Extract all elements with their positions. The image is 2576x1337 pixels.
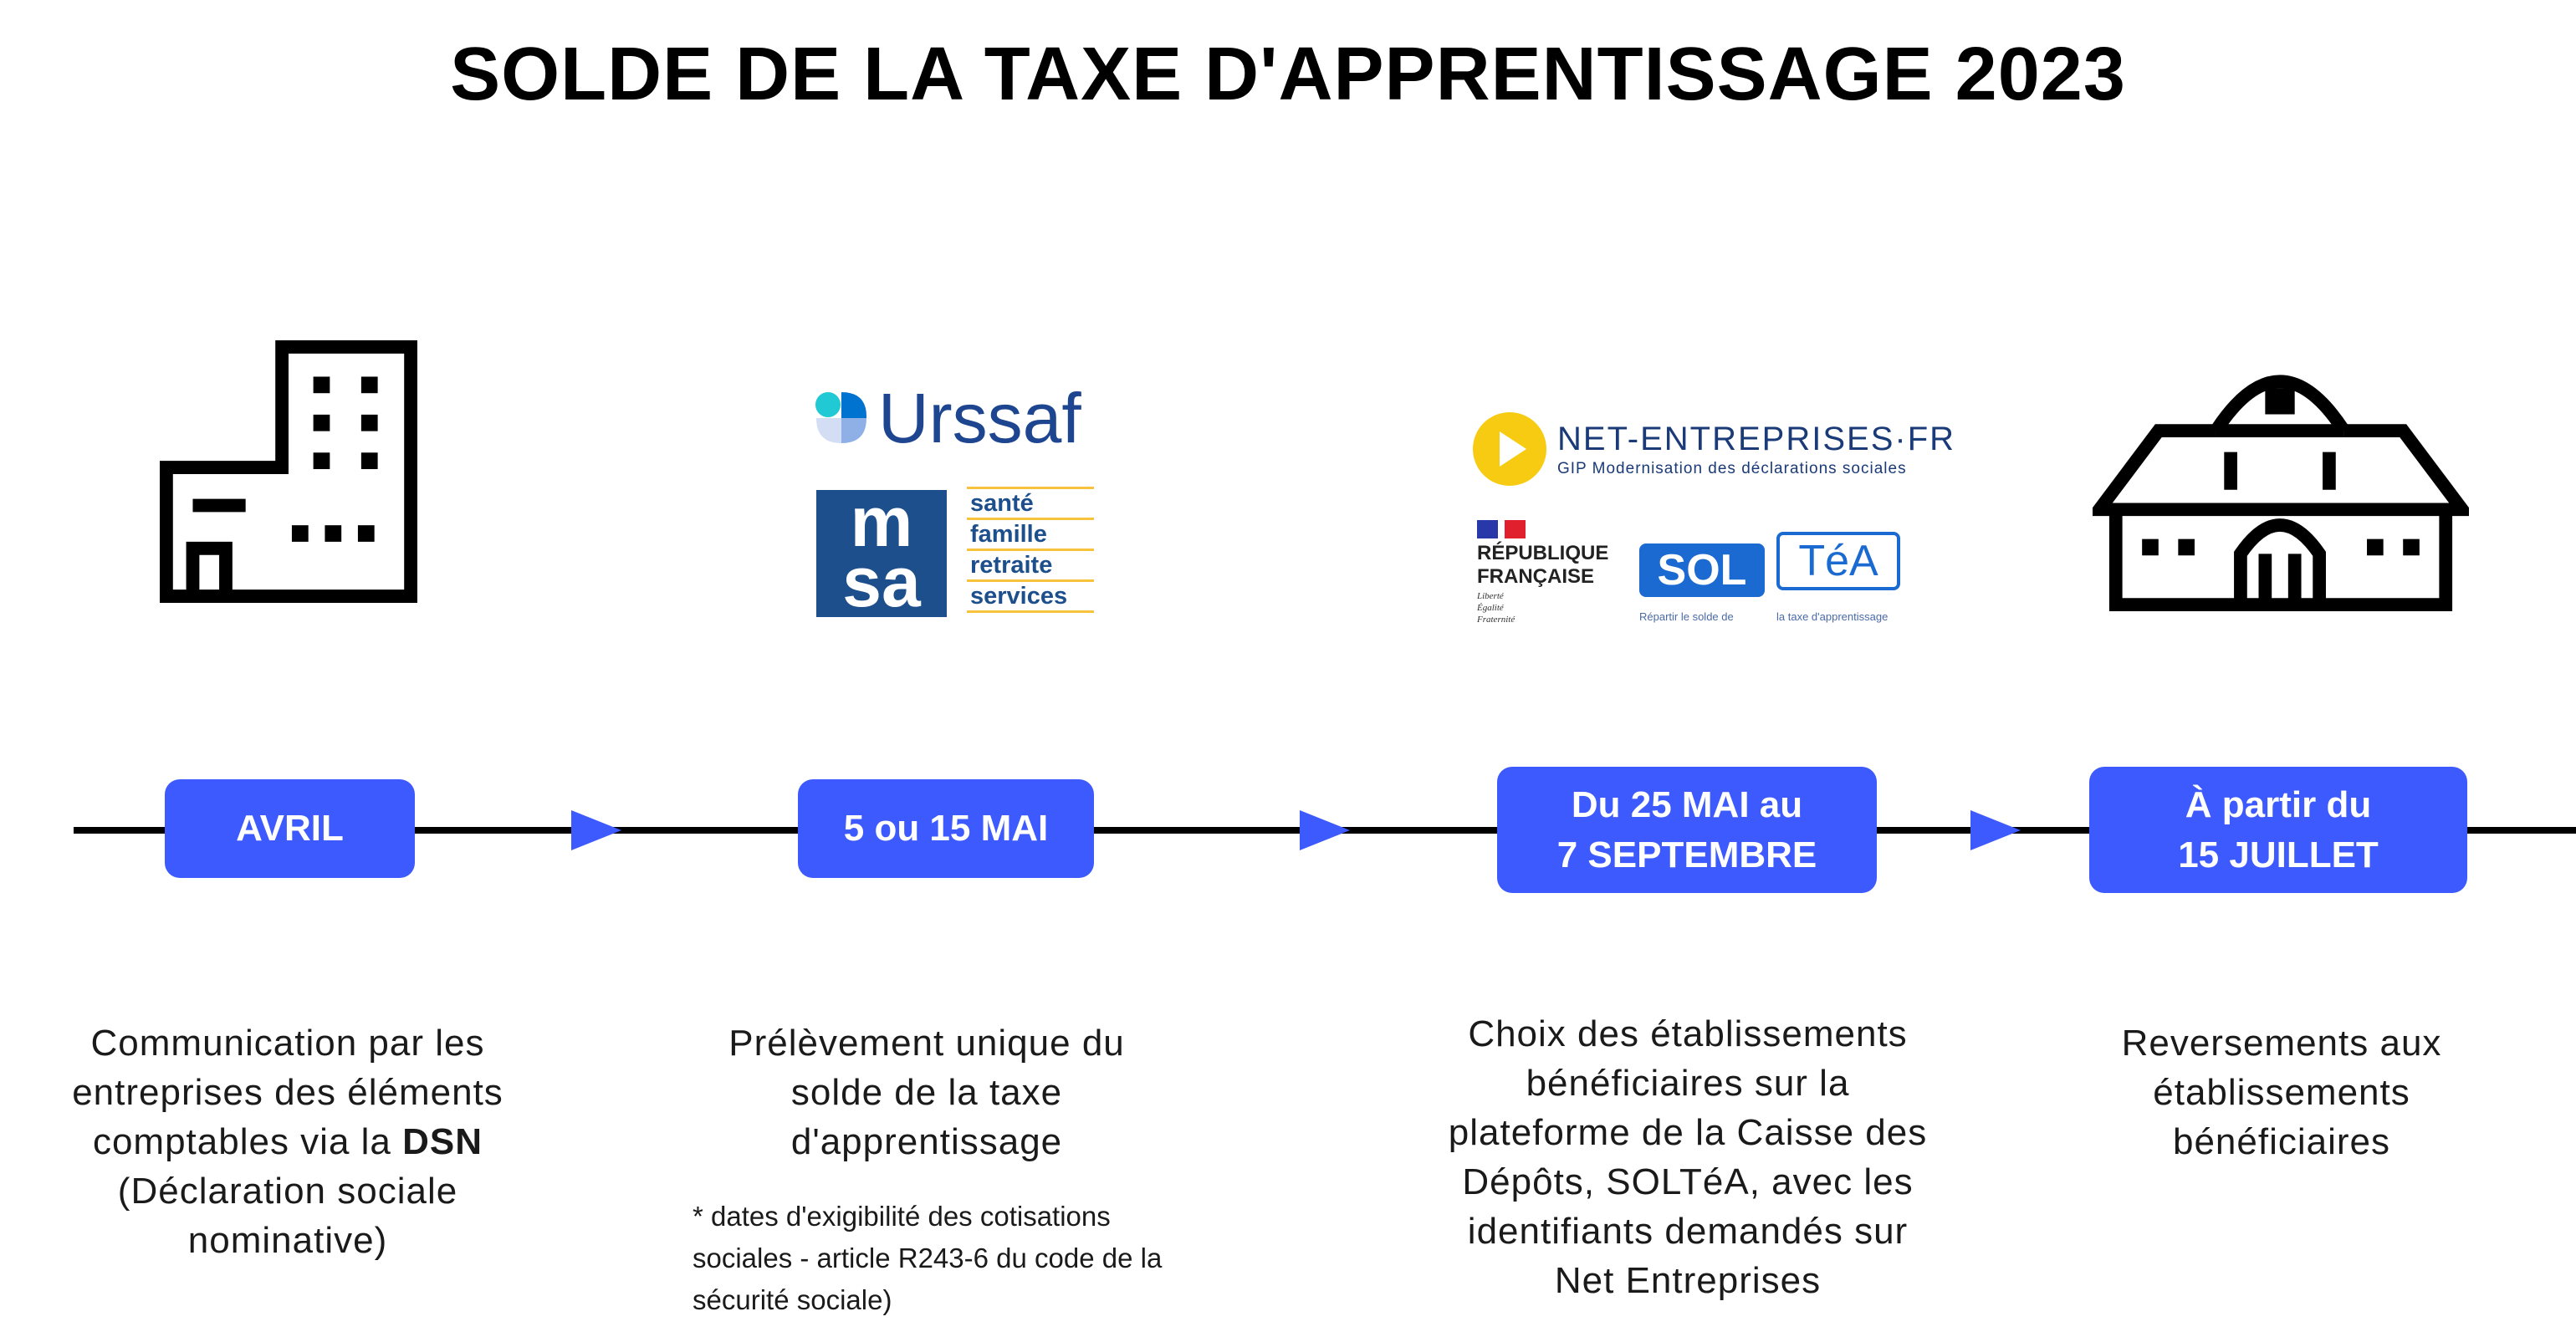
step-description-3: Choix des établissements bénéficiaires s… [1449, 1009, 1927, 1305]
desc-line: Reversements aux [2121, 1023, 2442, 1064]
urssaf-wordmark: Urssaf [878, 379, 1081, 457]
footnote: * dates d'exigibilité des cotisations so… [693, 1196, 1162, 1321]
msa-logo: msa santé famille retraite services [816, 487, 1097, 617]
soltea-tea: TéA [1798, 537, 1878, 585]
desc-line: bénéficiaires [2172, 1121, 2391, 1162]
motto-line: Fraternité [1477, 615, 1515, 625]
date-text: AVRIL [236, 808, 344, 849]
date-text: Du 25 MAI au [1571, 783, 1803, 825]
net-entreprises-name: NET-ENTREPRISES·FR [1557, 421, 1956, 457]
msa-line: famille [967, 520, 1094, 551]
desc-line: solde de la taxe [790, 1072, 1063, 1113]
msa-line: services [970, 583, 1068, 610]
arrow-right-icon [571, 810, 621, 850]
desc-line: entreprises des éléments [72, 1072, 503, 1113]
desc-line: Net Entreprises [1554, 1260, 1822, 1301]
desc-line: identifiants demandés sur [1467, 1211, 1909, 1252]
desc-line: comptables via la DSN [72, 1117, 503, 1166]
flag-icon [1477, 520, 1526, 538]
desc-text: comptables via la [92, 1121, 403, 1162]
desc-line: bénéficiaires sur la [1526, 1063, 1850, 1104]
republique-line: RÉPUBLIQUE [1477, 542, 1609, 564]
motto-line: Égalité [1477, 603, 1504, 613]
step-description-1: Communication par les entreprises des él… [72, 1018, 503, 1265]
step-description-4: Reversements aux établissements bénéfici… [2122, 1018, 2442, 1166]
soltea-sub2: la taxe d'apprentissage [1776, 610, 1889, 623]
urssaf-mark-icon [815, 392, 866, 443]
date-text: 7 SEPTEMBRE [1556, 834, 1817, 875]
office-building-icon [160, 340, 417, 603]
soltea-sol: SOL [1657, 546, 1747, 595]
play-icon [1473, 412, 1546, 486]
school-building-icon [2093, 375, 2469, 611]
msa-line: retraite [967, 551, 1094, 582]
step-description-2: Prélèvement unique du solde de la taxe d… [728, 1018, 1125, 1166]
date-text: À partir du [2185, 783, 2372, 825]
date-text: 15 JUILLET [2178, 834, 2379, 875]
date-badge-mai-septembre: Du 25 MAI au 7 SEPTEMBRE [1497, 767, 1877, 893]
net-entreprises-tagline: GIP Modernisation des déclarations socia… [1557, 460, 1907, 477]
motto-line: Liberté [1477, 591, 1504, 601]
note-line: * dates d'exigibilité des cotisations [693, 1201, 1111, 1232]
msa-mark-text: msa [842, 490, 921, 617]
soltea-sol-box: SOL [1639, 543, 1765, 597]
soltea-logo: SOL TéA Répartir le solde de la taxe d'a… [1639, 532, 1907, 632]
date-text: 5 ou 15 MAI [843, 808, 1049, 849]
date-badge-mai: 5 ou 15 MAI [798, 779, 1094, 878]
msa-mark: msa [816, 490, 947, 617]
msa-tagline: santé famille retraite services [967, 487, 1094, 613]
republique-francaise-logo: RÉPUBLIQUE FRANÇAISE Liberté Égalité Fra… [1477, 520, 1628, 625]
page-title: SOLDE DE LA TAXE D'APPRENTISSAGE 2023 [450, 33, 2126, 116]
msa-line: santé [967, 489, 1094, 520]
soltea-tea-box: TéA [1776, 532, 1900, 590]
republique-line: FRANÇAISE [1477, 565, 1595, 588]
desc-line: d'apprentissage [790, 1121, 1063, 1162]
date-badge-juillet: À partir du 15 JUILLET [2089, 767, 2467, 893]
soltea-sub1: Répartir le solde de [1639, 610, 1734, 623]
net-entreprises-logo: NET-ENTREPRISES·FR GIP Modernisation des… [1472, 411, 1955, 487]
arrow-right-icon [1300, 810, 1350, 850]
note-line: sécurité sociale) [693, 1284, 892, 1315]
desc-line: Communication par les [90, 1023, 485, 1064]
desc-line: Choix des établissements [1468, 1013, 1908, 1054]
date-badge-avril: AVRIL [165, 779, 415, 878]
desc-line: Dépôts, SOLTéA, avec les [1462, 1161, 1914, 1202]
desc-line: nominative) [187, 1220, 388, 1261]
desc-line: plateforme de la Caisse des [1448, 1112, 1928, 1153]
note-line: sociales - article R243-6 du code de la [693, 1243, 1163, 1273]
arrow-right-icon [1970, 810, 2021, 850]
desc-line: (Déclaration sociale [117, 1171, 458, 1212]
desc-line: établissements [2153, 1072, 2410, 1113]
urssaf-logo: Urssaf [815, 378, 1081, 458]
desc-line: Prélèvement unique du [728, 1023, 1125, 1064]
dsn-bold: DSN [402, 1121, 483, 1162]
